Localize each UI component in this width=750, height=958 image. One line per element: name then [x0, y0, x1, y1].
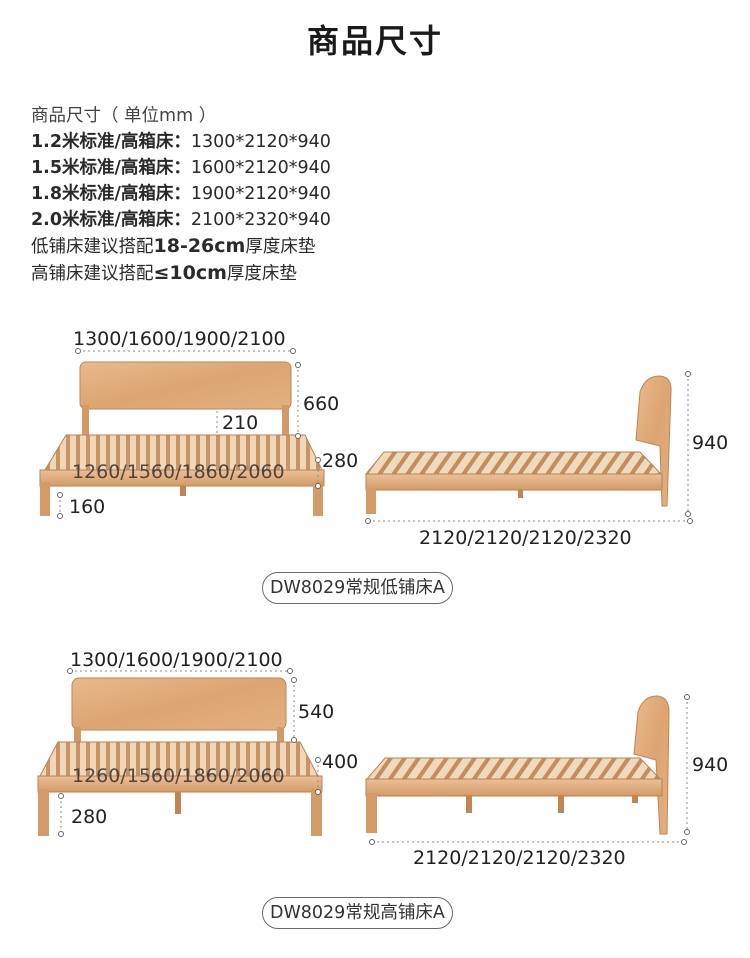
spec-line-1-2m: 1.2米标准/高箱床：1300*2120*940 [31, 129, 331, 155]
high-length-label: 2120/2120/2120/2320 [413, 847, 626, 869]
headboard-side [633, 695, 670, 835]
slat-deck-side [365, 757, 662, 780]
high-width-label: 1300/1600/1900/2100 [70, 649, 283, 671]
headboard [79, 361, 292, 410]
low-clearance-label: 160 [69, 496, 105, 518]
low-bed-front-view [39, 361, 325, 516]
headboard-post-left [74, 727, 81, 747]
spec-prefix: 2.0米标准/高箱床： [31, 210, 191, 230]
leg-left [40, 482, 50, 516]
side-rail [365, 778, 663, 797]
high-inner-width-label: 1260/1560/1860/2060 [72, 765, 285, 787]
leg-left [38, 789, 49, 836]
note-text: 厚度床垫 [226, 264, 297, 284]
spec-line-1-8m: 1.8米标准/高箱床：1900*2120*940 [31, 181, 331, 207]
leg-center-left [175, 792, 181, 814]
note-text: 低铺床建议搭配 [31, 237, 154, 257]
spec-line-1-5m: 1.5米标准/高箱床：1600*2120*940 [31, 155, 331, 181]
spec-value: 1600*2120*940 [190, 158, 331, 178]
high-clearance-label: 280 [71, 806, 107, 828]
spec-value: 1900*2120*940 [190, 184, 331, 204]
note-text: 厚度床垫 [245, 237, 316, 257]
spec-prefix: 1.2米标准/高箱床： [31, 132, 191, 152]
low-bed-front-dim-dots [57, 348, 321, 519]
high-headboard-height-label: 540 [298, 701, 334, 723]
spec-heading: 商品尺寸（ 单位mm ） [31, 106, 217, 126]
headboard-post-right [277, 727, 284, 747]
low-total-height-label: 940 [692, 432, 728, 454]
high-bed-front-view [37, 677, 323, 836]
high-bed-side-view [365, 695, 670, 835]
note-value: ≤10cm [153, 262, 227, 284]
leg-right [313, 482, 323, 516]
low-bed-front-dimensions [59, 350, 319, 516]
spec-prefix: 1.8米标准/高箱床： [31, 184, 191, 204]
low-bed-side-dimensions [368, 374, 690, 522]
spec-value: 2100*2320*940 [190, 210, 331, 230]
leg-center [180, 486, 186, 496]
leg-center-3 [632, 795, 638, 803]
leg-left [366, 793, 377, 833]
spec-list: 商品尺寸（ 单位mm ） 1.2米标准/高箱床：1300*2120*940 1.… [31, 103, 331, 287]
low-frame-height-label: 280 [322, 450, 358, 472]
page-title: 商品尺寸 [306, 22, 443, 60]
leg-center-2 [558, 795, 564, 813]
high-frame-height-label: 400 [322, 751, 358, 773]
low-inner-width-label: 1260/1560/1860/2060 [72, 461, 285, 483]
low-bed-side-dim-dots [365, 371, 693, 524]
spec-prefix: 1.5米标准/高箱床： [31, 158, 191, 178]
high-bed-side-dimensions [372, 697, 688, 843]
headboard-post-right [282, 405, 289, 440]
side-rail [365, 473, 663, 491]
low-gap-height-label: 210 [222, 412, 258, 434]
headboard [71, 677, 287, 731]
leg-left [366, 488, 376, 514]
leg-center [518, 490, 523, 498]
spec-line-2-0m: 2.0米标准/高箱床：2100*2320*940 [31, 207, 331, 233]
low-length-label: 2120/2120/2120/2320 [419, 527, 632, 549]
high-bed-side-dim-dots [369, 694, 690, 845]
note-value: 18-26cm [153, 235, 246, 257]
mattress-low-note: 低铺床建议搭配18-26cm厚度床垫 [31, 233, 331, 260]
low-width-label: 1300/1600/1900/2100 [73, 328, 286, 350]
spec-value: 1300*2120*940 [190, 132, 331, 152]
headboard-post-left [82, 405, 89, 440]
leg-right [311, 789, 322, 836]
high-bed-model-badge: DW8029常规高铺床A [262, 897, 453, 929]
leg-center-1 [466, 795, 472, 813]
low-headboard-height-label: 660 [303, 393, 339, 415]
low-bed-side-view [364, 375, 672, 514]
high-bed-front-dim-dots [58, 668, 321, 837]
mattress-high-note: 高铺床建议搭配≤10cm厚度床垫 [31, 260, 331, 287]
high-total-height-label: 940 [692, 754, 728, 776]
high-bed-front-dimensions [60, 670, 319, 834]
slat-deck-side [364, 451, 663, 475]
note-text: 高铺床建议搭配 [31, 264, 154, 284]
low-bed-model-badge: DW8029常规低铺床A [262, 572, 453, 604]
